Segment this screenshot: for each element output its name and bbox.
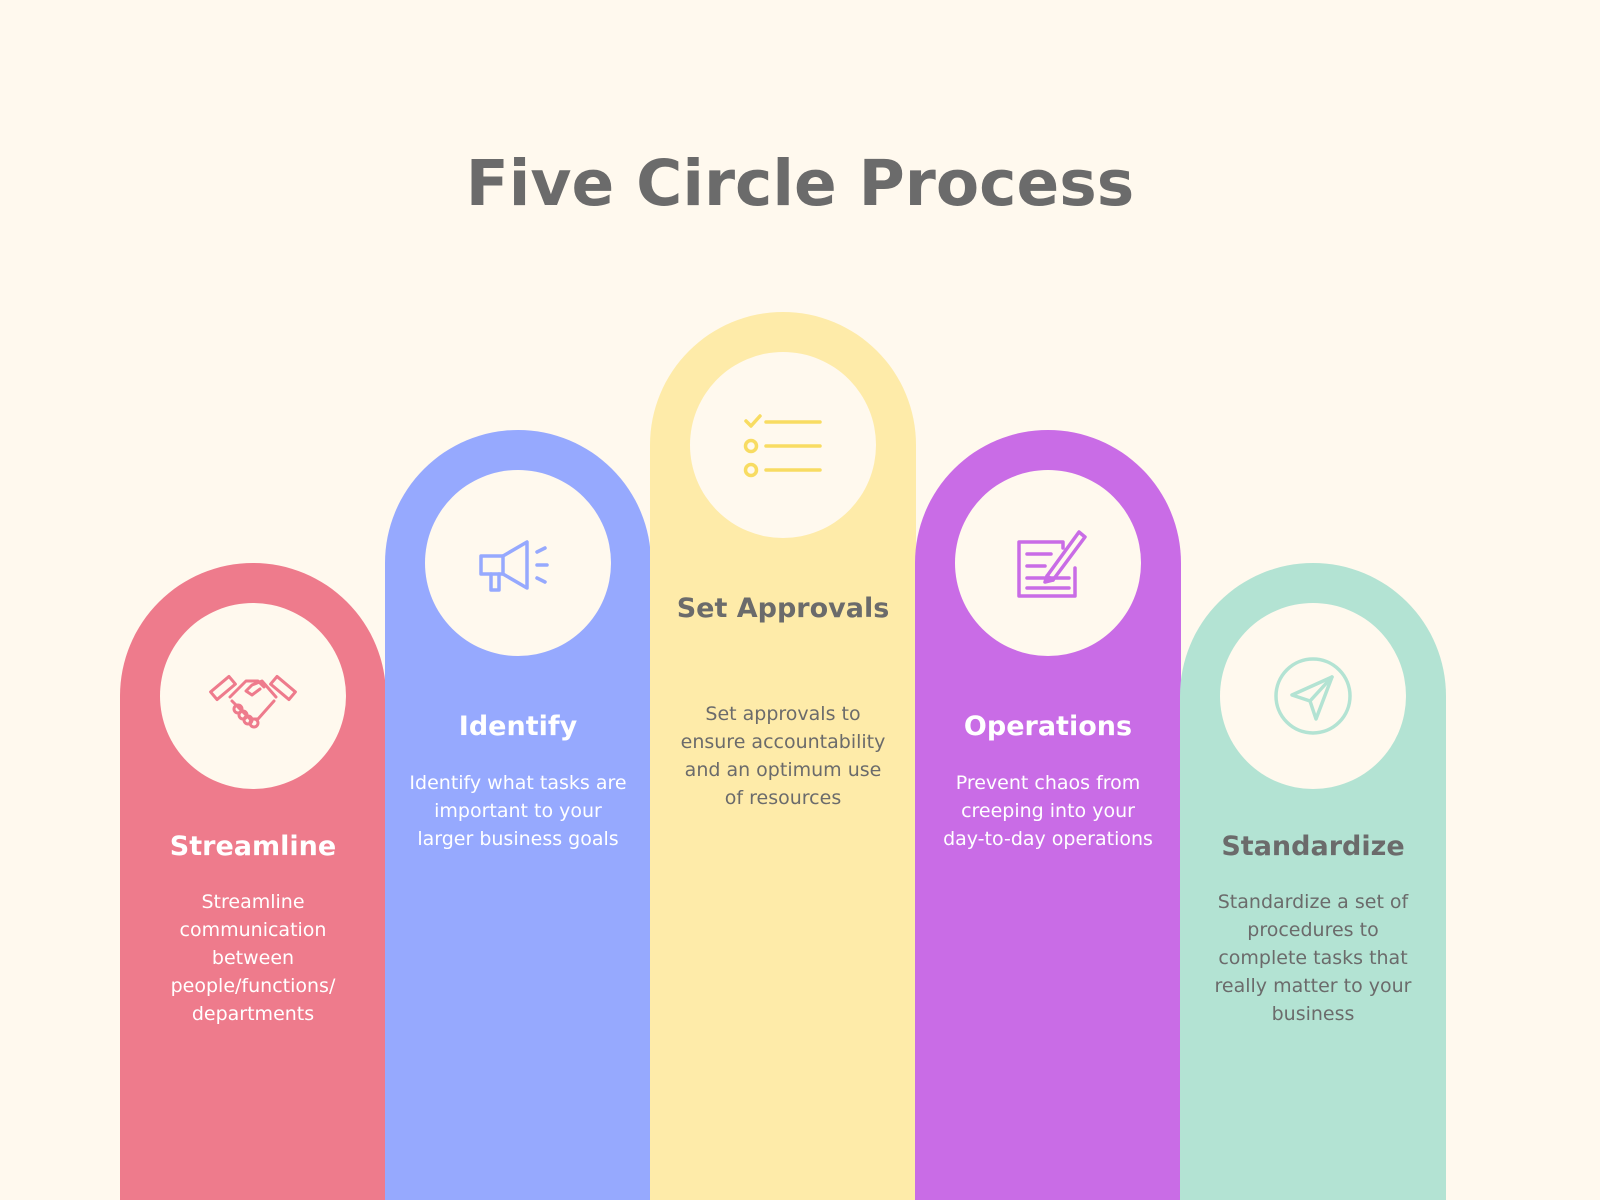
step-operations-description: Prevent chaos from creeping into your da… — [943, 772, 1153, 850]
step-operations: Operations Prevent chaos from creeping i… — [915, 430, 1181, 1200]
step-standardize-description: Standardize a set of procedures to compl… — [1214, 891, 1412, 1025]
step-standardize-title: Standardize — [1221, 831, 1405, 862]
step-streamline: Streamline Streamline communication betw… — [120, 563, 386, 1200]
page-title: Five Circle Process — [465, 147, 1135, 220]
step-streamline-description: Streamline communication between people/… — [170, 891, 336, 1025]
step-streamline-title: Streamline — [169, 831, 337, 862]
step-operations-icon-circle — [955, 470, 1141, 656]
step-standardize-icon-circle — [1220, 603, 1406, 789]
step-identify-title: Identify — [458, 711, 578, 742]
step-identify-icon-circle — [425, 470, 611, 656]
step-streamline-icon-circle — [160, 603, 346, 789]
step-identify: Identify Identify what tasks are importa… — [385, 430, 651, 1200]
megaphone-icon — [479, 540, 549, 592]
send-icon — [1274, 657, 1352, 735]
step-set-approvals-icon-circle — [690, 352, 876, 538]
step-set-approvals: Set Approvals Set approvals to ensure ac… — [650, 312, 916, 1200]
step-standardize: Standardize Standardize a set of procedu… — [1180, 563, 1446, 1200]
step-set-approvals-description: Set approvals to ensure accountability a… — [680, 703, 886, 809]
step-set-approvals-title: Set Approvals — [676, 593, 890, 624]
document-edit-icon — [1017, 530, 1087, 598]
checklist-icon — [743, 414, 822, 478]
step-identify-description: Identify what tasks are important to you… — [409, 772, 627, 850]
step-operations-title: Operations — [963, 711, 1133, 742]
handshake-icon — [209, 674, 297, 729]
